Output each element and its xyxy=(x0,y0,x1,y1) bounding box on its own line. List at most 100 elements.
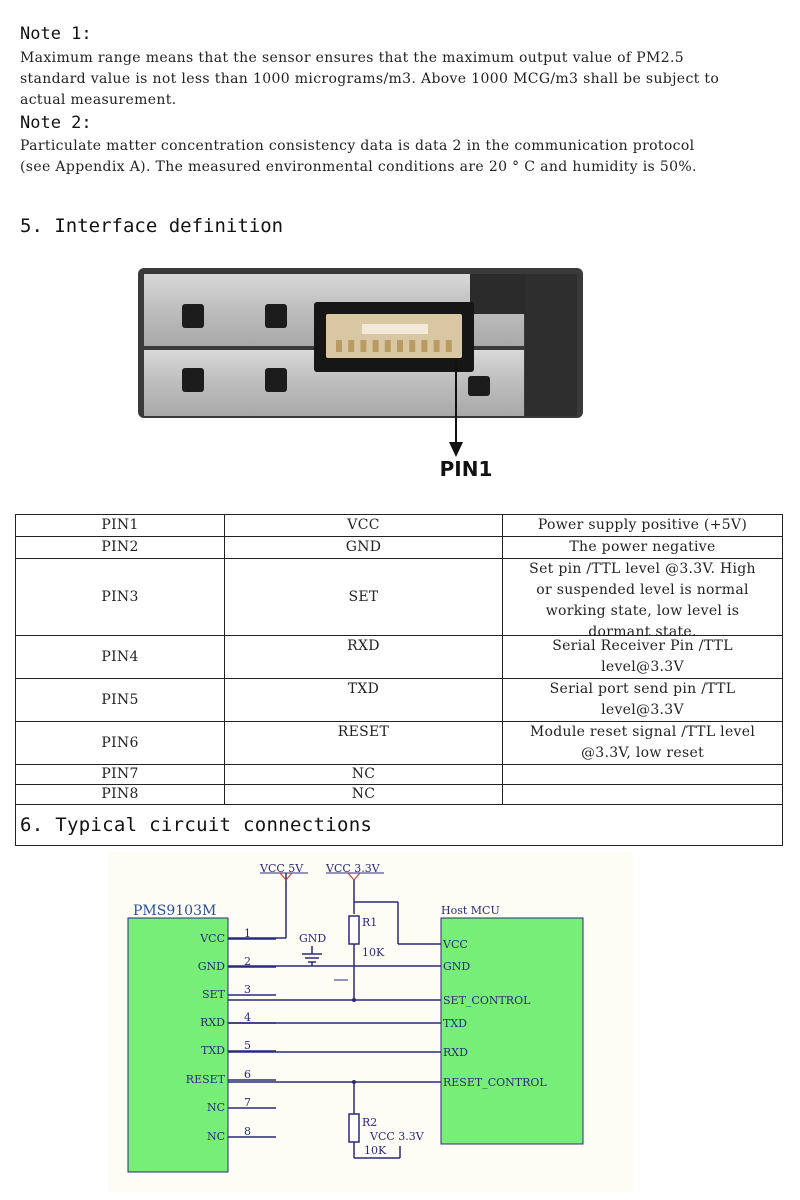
description-cell: The power negative xyxy=(502,536,783,559)
pin-cell: PIN8 xyxy=(15,784,225,805)
description-line: Serial Receiver Pin /TTL xyxy=(552,638,733,654)
sensor-pin-name: GND xyxy=(198,960,225,973)
signal-cell: RXD xyxy=(224,635,503,679)
sensor-pin-number: 3 xyxy=(244,983,251,996)
sensor-pin-name: NC xyxy=(207,1130,225,1143)
description-line: working state, low level is xyxy=(545,603,740,619)
pin1-pointer-arrow xyxy=(449,442,463,457)
description-cell: Serial Receiver Pin /TTL level@3.3V xyxy=(502,635,783,679)
sensor-hole xyxy=(468,376,490,396)
pin-cell: PIN4 xyxy=(15,635,225,679)
sensor-pin-name: SET xyxy=(202,988,226,1001)
host-mcu-block xyxy=(440,917,584,1145)
table-row: PIN5 TXD Serial port send pin /TTL level… xyxy=(15,678,783,722)
sensor-photo: PIN1 xyxy=(138,268,583,481)
section-6-title: 6. Typical circuit connections xyxy=(15,804,783,846)
connector-pin xyxy=(397,340,403,352)
signal-cell: GND xyxy=(224,536,503,559)
sensor-module-name: PMS9103M xyxy=(133,903,216,919)
pin-cell: PIN5 xyxy=(15,678,225,722)
description-line: @3.3V, low reset xyxy=(580,745,705,761)
connector-housing xyxy=(326,314,462,358)
note-1-line: Maximum range means that the sensor ensu… xyxy=(20,50,685,66)
table-row: PIN4 RXD Serial Receiver Pin /TTL level@… xyxy=(15,635,783,679)
description-line: The power negative xyxy=(569,539,716,555)
connector-pin xyxy=(445,340,452,352)
description-cell: Power supply positive (+5V) xyxy=(502,514,783,537)
sensor-slot xyxy=(470,274,525,314)
description-cell xyxy=(502,784,783,805)
table-row: PIN7 NC xyxy=(15,764,783,785)
sensor-pin-name: VCC xyxy=(199,932,225,945)
connector-pin xyxy=(409,340,416,352)
pin-cell: PIN7 xyxy=(15,764,225,785)
resistor-r1-value: 10K xyxy=(362,946,385,959)
resistor-r2 xyxy=(348,1113,360,1143)
description-line: Set pin /TTL level @3.3V. High xyxy=(529,561,756,577)
description-clip: Set pin /TTL level @3.3V. High or suspen… xyxy=(506,560,779,635)
sensor-pin-name: TXD xyxy=(201,1044,225,1057)
connector-pin xyxy=(336,340,342,352)
resistor-r2-label: R2 xyxy=(362,1116,377,1129)
description-line: Serial port send pin /TTL xyxy=(549,681,736,697)
mcu-pin-name: GND xyxy=(443,960,470,973)
sensor-pin-number: 6 xyxy=(244,1068,251,1081)
note-1-line: actual measurement. xyxy=(20,92,177,108)
table-row: PIN1 VCC Power supply positive (+5V) xyxy=(15,514,783,537)
vcc-3v3-label-2: VCC 3.3V xyxy=(369,1130,425,1143)
note-1-body: Maximum range means that the sensor ensu… xyxy=(20,48,785,111)
pin-cell: PIN1 xyxy=(15,514,225,537)
note-2-line: Particulate matter concentration consist… xyxy=(20,138,695,154)
sensor-hole xyxy=(182,304,204,328)
junction-set xyxy=(352,998,356,1002)
note-1-line: standard value is not less than 1000 mic… xyxy=(20,71,720,87)
description-cell: Serial port send pin /TTL level@3.3V xyxy=(502,678,783,722)
mcu-pin-name: SET_CONTROL xyxy=(443,994,531,1007)
sensor-pin-number: 1 xyxy=(244,927,251,940)
description-line: Module reset signal /TTL level xyxy=(529,724,756,740)
description-cell: Module reset signal /TTL level @3.3V, lo… xyxy=(502,721,783,765)
pin-cell: PIN3 xyxy=(15,558,225,636)
signal-cell: VCC xyxy=(224,514,503,537)
sensor-hole xyxy=(265,368,287,392)
connector-pin xyxy=(348,340,355,352)
vcc-3v3-label: VCC 3.3V xyxy=(325,862,381,875)
mcu-pin-name: VCC xyxy=(442,938,468,951)
table-row: PIN8 NC xyxy=(15,784,783,805)
note-2-body: Particulate matter concentration consist… xyxy=(20,136,785,178)
description-line: Power supply positive (+5V) xyxy=(537,517,748,533)
mcu-pin-name: RXD xyxy=(443,1046,468,1059)
description-cell: Set pin /TTL level @3.3V. High or suspen… xyxy=(502,558,783,636)
connector-pin xyxy=(372,340,379,352)
sensor-pin-number: 2 xyxy=(244,955,251,968)
section-5-title: 5. Interface definition xyxy=(20,215,284,237)
signal-cell: RESET xyxy=(224,721,503,765)
pin-cell: PIN2 xyxy=(15,536,225,559)
mcu-pin-name: RESET_CONTROL xyxy=(443,1076,547,1089)
vcc-5v-arrow xyxy=(279,872,293,881)
signal-cell: NC xyxy=(224,764,503,785)
sensor-pin-name: RXD xyxy=(200,1016,225,1029)
description-line: level@3.3V xyxy=(601,659,684,675)
sensor-pin-name: RESET xyxy=(186,1073,226,1086)
connector-pin xyxy=(421,340,428,352)
table-row: PIN2 GND The power negative xyxy=(15,536,783,559)
connector-pin xyxy=(384,340,391,352)
sensor-pin-name: NC xyxy=(207,1101,225,1114)
connector-pins xyxy=(336,340,452,352)
gnd-label: GND xyxy=(299,932,326,945)
sensor-pin-number: 4 xyxy=(244,1011,251,1024)
resistor-r1 xyxy=(348,915,360,945)
connector-pin xyxy=(433,340,440,352)
sensor-pin-number: 8 xyxy=(244,1125,251,1138)
signal-cell: TXD xyxy=(224,678,503,722)
vcc-5v-label: VCC 5V xyxy=(259,862,304,875)
description-cell xyxy=(502,764,783,785)
pin-definition-table: PIN1 VCC Power supply positive (+5V) PIN… xyxy=(15,514,783,846)
table-row: 6. Typical circuit connections xyxy=(15,804,783,846)
sensor-hole xyxy=(182,368,204,392)
connector-pin xyxy=(360,340,367,352)
